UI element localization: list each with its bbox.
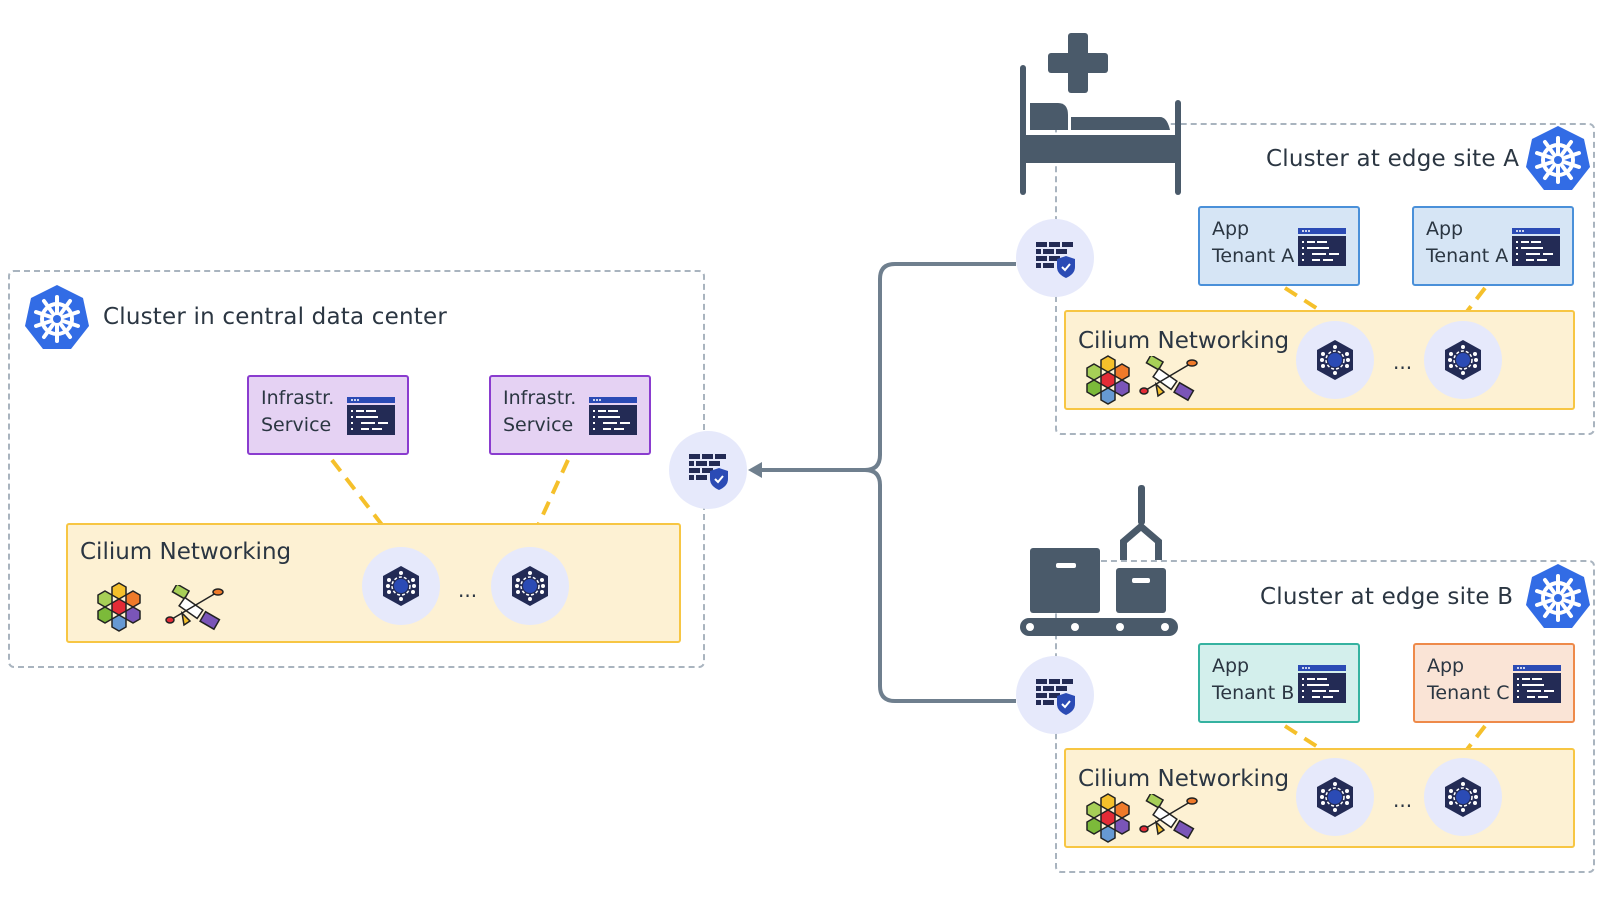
terminal-window-icon [1513,665,1561,703]
hubble-satellite-icon [1139,794,1198,840]
app-label-line1: App [1426,218,1464,240]
service-label-line1: Infrastr. [503,387,577,409]
app-label-line2: Tenant B [1212,682,1295,704]
cilium-node[interactable] [362,547,440,625]
edge-a-cluster-title: Cluster at edge site A [1266,146,1520,172]
factory-conveyor-icon [1020,485,1178,636]
connector-edge-a [864,262,1016,472]
hubble-satellite-icon [165,585,224,631]
cilium-node-icon [1445,777,1481,817]
link-infra1-node1 [330,458,398,545]
infra-service-card[interactable]: Infrastr. Service [247,375,409,455]
edge-b-cluster-title: Cluster at edge site B [1260,584,1514,610]
app-tenant-card[interactable]: App Tenant B [1198,643,1360,723]
firewall-shield-icon [1036,242,1075,278]
app-label-line1: App [1427,655,1465,677]
cilium-node-icon [512,566,548,606]
more-nodes-ellipsis: ... [1393,350,1413,374]
firewall-edge-a[interactable] [1016,219,1094,297]
terminal-window-icon [1298,228,1346,266]
cilium-node-icon [1317,777,1353,817]
kubernetes-icon [1526,564,1590,628]
cilium-node[interactable] [1424,758,1502,836]
cilium-title: Cilium Networking [1078,328,1290,354]
app-label-line2: Tenant C [1427,682,1510,704]
app-label-line1: App [1212,655,1250,677]
terminal-window-icon [347,397,395,435]
cilium-node-icon [1317,340,1353,380]
firewall-central[interactable] [669,431,747,509]
more-nodes-ellipsis: ... [1393,788,1413,812]
hubble-satellite-icon [1139,356,1198,402]
central-cluster-title: Cluster in central data center [103,304,447,330]
infra-service-card[interactable]: Infrastr. Service [489,375,651,455]
app-tenant-card[interactable]: App Tenant C [1413,643,1575,723]
hospital-bed-icon [1020,33,1181,195]
app-label-line2: Tenant A [1212,245,1295,267]
terminal-window-icon [1512,228,1560,266]
arrowhead-icon [748,462,762,478]
service-label-line1: Infrastr. [261,387,335,409]
firewall-shield-icon [689,454,728,490]
app-tenant-card[interactable]: App Tenant A [1412,206,1574,286]
service-label-line2: Service [503,414,574,436]
cilium-node-icon [1445,340,1481,380]
cilium-node[interactable] [1296,758,1374,836]
service-label-line2: Service [261,414,332,436]
cilium-node[interactable] [1424,321,1502,399]
cilium-logo-icon [1086,793,1130,843]
kubernetes-icon [1526,126,1590,190]
terminal-window-icon [1298,665,1346,703]
cilium-logo-icon [1086,355,1130,405]
terminal-window-icon [589,397,637,435]
cilium-node[interactable] [491,547,569,625]
app-label-line1: App [1212,218,1250,240]
cilium-title: Cilium Networking [80,539,292,565]
more-nodes-ellipsis: ... [458,578,478,602]
cilium-node-icon [383,566,419,606]
cilium-node[interactable] [1296,321,1374,399]
app-label-line2: Tenant A [1426,245,1509,267]
kubernetes-icon [25,285,89,349]
connector-edge-b [864,468,1016,703]
cilium-title: Cilium Networking [1078,766,1290,792]
firewall-shield-icon [1036,679,1075,715]
firewall-edge-b[interactable] [1016,656,1094,734]
app-tenant-card[interactable]: App Tenant A [1198,206,1360,286]
cilium-logo-icon [97,582,141,632]
